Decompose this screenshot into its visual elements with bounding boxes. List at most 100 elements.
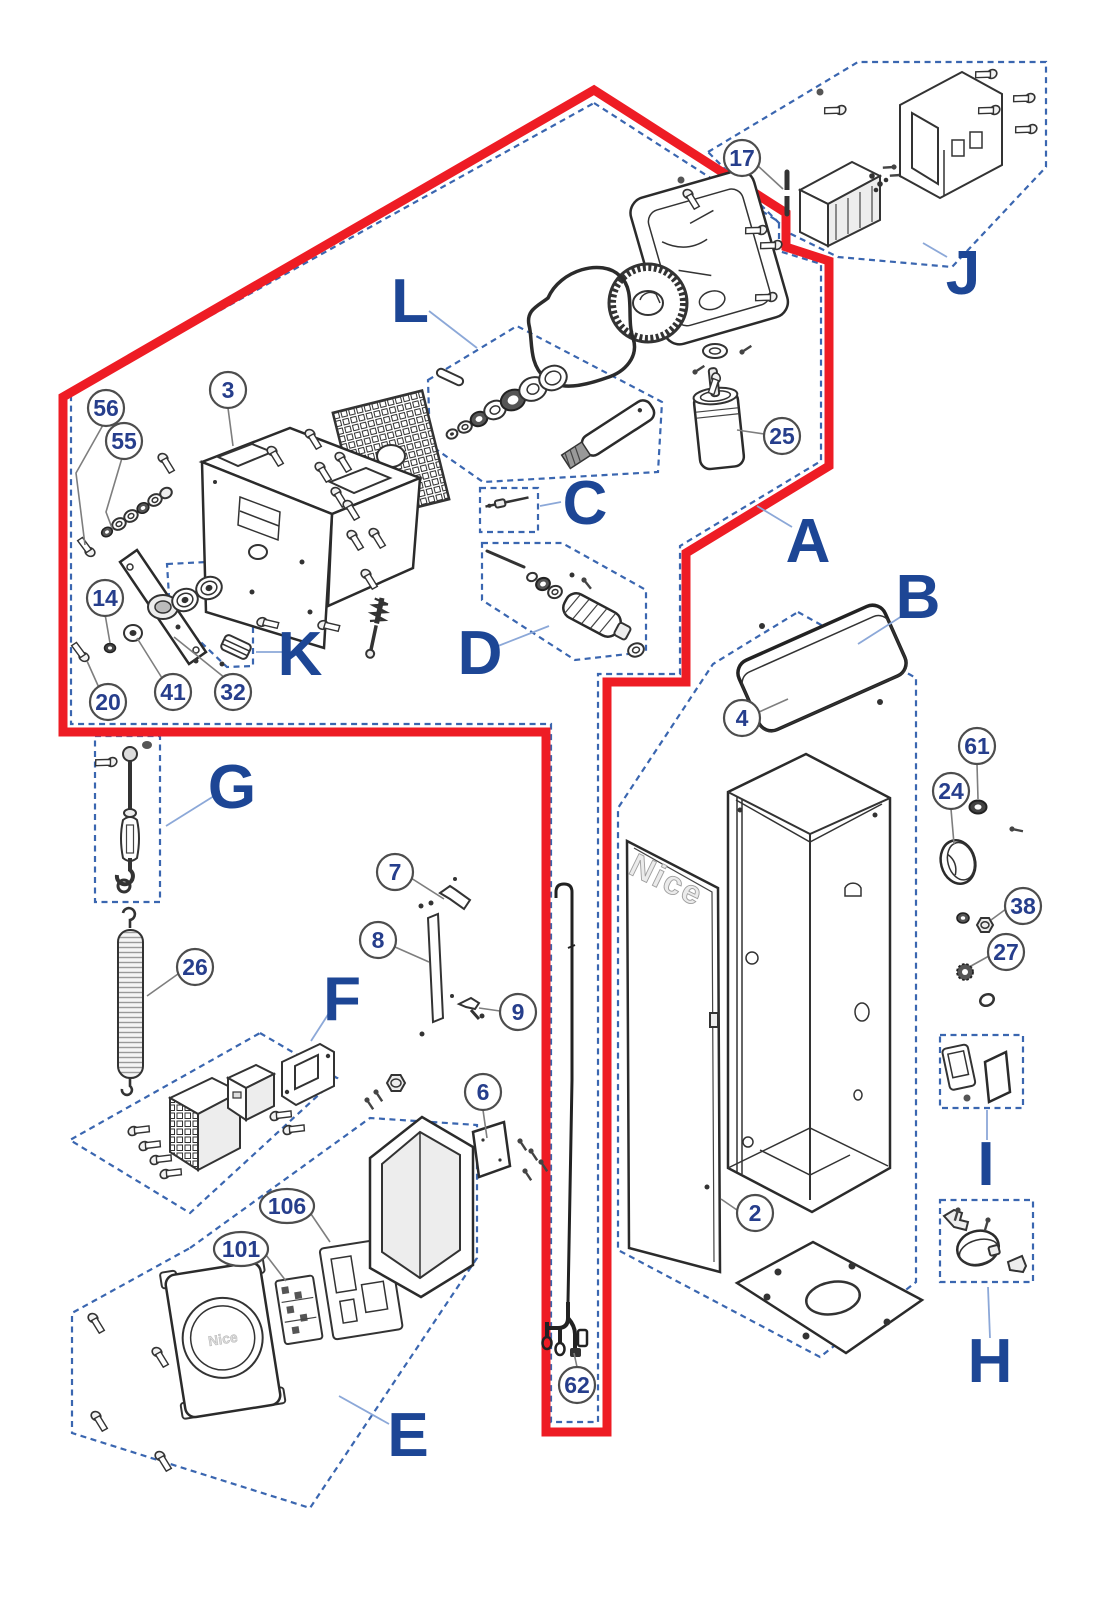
callout-20: 20 [88,682,128,722]
callout-leader-lines [75,164,1007,1368]
region-boundaries [67,60,1048,1510]
part-transformer [167,1076,243,1172]
callout-25: 25 [762,416,802,456]
callout-61: 61 [957,726,997,766]
svg-text:3: 3 [222,377,235,403]
svg-text:62: 62 [564,1372,590,1398]
svg-text:41: 41 [160,679,186,705]
region-l-dashed [426,324,664,484]
part-gasket [526,265,637,388]
region-h-dashed [938,1198,1035,1284]
parts-artwork: Nice [66,62,1040,1474]
section-label-L: L [391,267,429,336]
part-spring-26 [117,906,144,1097]
callout-62: 62 [557,1365,597,1405]
section-label-G: G [208,753,256,822]
part-worm-shaft-assembly [485,549,645,658]
region-c-dashed [478,486,540,534]
svg-text:25: 25 [769,423,795,449]
section-label-F: F [323,965,361,1034]
callout-38: 38 [1003,886,1043,926]
part-balance-lever [118,548,208,666]
callout-2: 2 [735,1193,775,1233]
section-label-I: I [977,1130,994,1199]
svg-text:14: 14 [92,585,118,611]
svg-text:26: 26 [182,954,208,980]
cover-brand-text: Nice [207,1329,239,1349]
section-label-H: H [968,1327,1013,1396]
callout-7: 7 [375,852,415,892]
part-nut-27 [956,963,996,1008]
section-labels: A B C D E F G H I J K L [208,239,1013,1470]
part-j-screws [816,62,1040,142]
part-cover-shell [899,70,1003,200]
svg-text:9: 9 [512,999,525,1025]
section-label-K: K [278,620,323,689]
section-label-E: E [387,1401,428,1470]
callout-101: 101 [212,1230,270,1268]
callout-4: 4 [722,698,762,738]
part-grommet-61 [968,799,988,815]
part-cap-24 [939,839,977,885]
part-control-board-101 [274,1274,324,1345]
callout-6: 6 [463,1072,503,1112]
callout-41: 41 [153,672,193,712]
callout-17: 17 [722,138,762,178]
callout-3: 3 [208,370,248,410]
part-bearings-k [168,572,252,667]
part-electronics-enclosure [368,1115,475,1299]
svg-text:7: 7 [389,859,402,885]
region-b-dashed [616,610,918,1359]
callout-26: 26 [175,947,215,987]
part-base-plate [734,1240,925,1355]
part-release-rod-62 [541,882,589,1357]
section-label-C: C [563,469,608,538]
part-spring-stud [365,597,391,659]
part-washer-41 [123,624,143,642]
region-j-dashed [706,60,1048,269]
svg-text:101: 101 [222,1236,261,1262]
part-mount-bracket-f [281,1042,335,1107]
svg-text:24: 24 [938,778,964,804]
part-motor-25 [690,340,753,471]
region-f-dashed [67,1031,339,1215]
section-leader-lines [165,242,991,1425]
svg-text:56: 56 [93,395,119,421]
part-screw-e1 [361,1095,379,1111]
svg-text:32: 32 [220,679,246,705]
svg-text:55: 55 [111,428,137,454]
region-e-dashed [70,1116,479,1510]
part-e-screws [82,1311,177,1474]
callouts: 17 3 56 55 14 20 41 32 25 4 61 24 38 27 … [85,138,1043,1405]
svg-text:17: 17 [729,145,755,171]
part-seal-kit [435,364,568,440]
svg-text:61: 61 [964,733,990,759]
part-cabinet-door-2: Nice [624,838,722,1274]
callout-27: 27 [986,932,1026,972]
svg-text:20: 20 [95,689,121,715]
part-pin-right [1007,822,1025,836]
svg-text:27: 27 [993,939,1019,965]
part-h-lamp [942,1205,1028,1274]
callout-106: 106 [258,1187,316,1225]
part-nut-38 [956,912,995,933]
svg-text:4: 4 [736,705,749,731]
callout-32: 32 [213,672,253,712]
part-bracket-7 [428,877,472,911]
part-output-shaft [560,399,656,470]
part-c-pin [485,496,529,509]
svg-text:6: 6 [477,1079,490,1105]
callout-56: 56 [86,388,126,428]
part-i-plates [941,1043,1012,1104]
part-hex-boss [385,1074,407,1092]
part-control-cover: Nice [159,1256,287,1420]
callout-14: 14 [85,578,125,618]
svg-text:2: 2 [749,1200,762,1226]
svg-text:8: 8 [372,927,385,953]
group-a-red-highlight-outline [58,84,834,1437]
region-d-dashed [480,541,648,662]
callout-24: 24 [931,771,971,811]
callout-9: 9 [498,992,538,1032]
part-main-gear [607,262,689,344]
